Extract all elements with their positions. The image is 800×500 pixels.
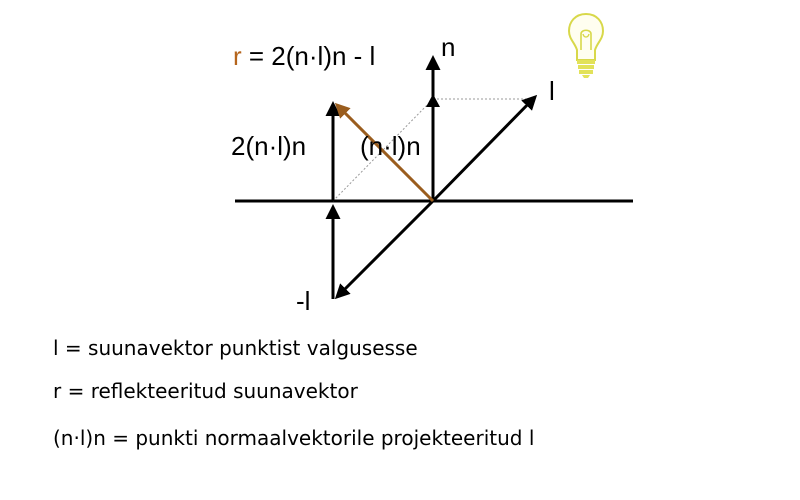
reflected-vector-r (334, 102, 435, 203)
formula-r-symbol: r (233, 41, 242, 71)
label-n: n (441, 32, 455, 62)
label-l: l (549, 76, 555, 106)
projection-arrowhead (426, 94, 440, 107)
formula: r = 2(n·l)n - l (233, 41, 375, 71)
legend-projection-definition: (n·l)n = punkti normaalvektorile projekt… (53, 426, 535, 450)
formula-rest: = 2(n·l)n - l (242, 41, 376, 71)
label-two-projection: 2(n·l)n (231, 131, 306, 161)
light-vector-l (431, 94, 538, 203)
light-bulb-icon (567, 12, 605, 78)
label-projection: (n·l)n (360, 131, 421, 161)
label-neg-l: -l (296, 286, 310, 316)
legend-r-definition: r = reflekteeritud suunavektor (53, 379, 358, 403)
neg-light-vector (334, 199, 435, 300)
legend-l-definition: l = suunavektor punktist valgusesse (53, 336, 418, 360)
